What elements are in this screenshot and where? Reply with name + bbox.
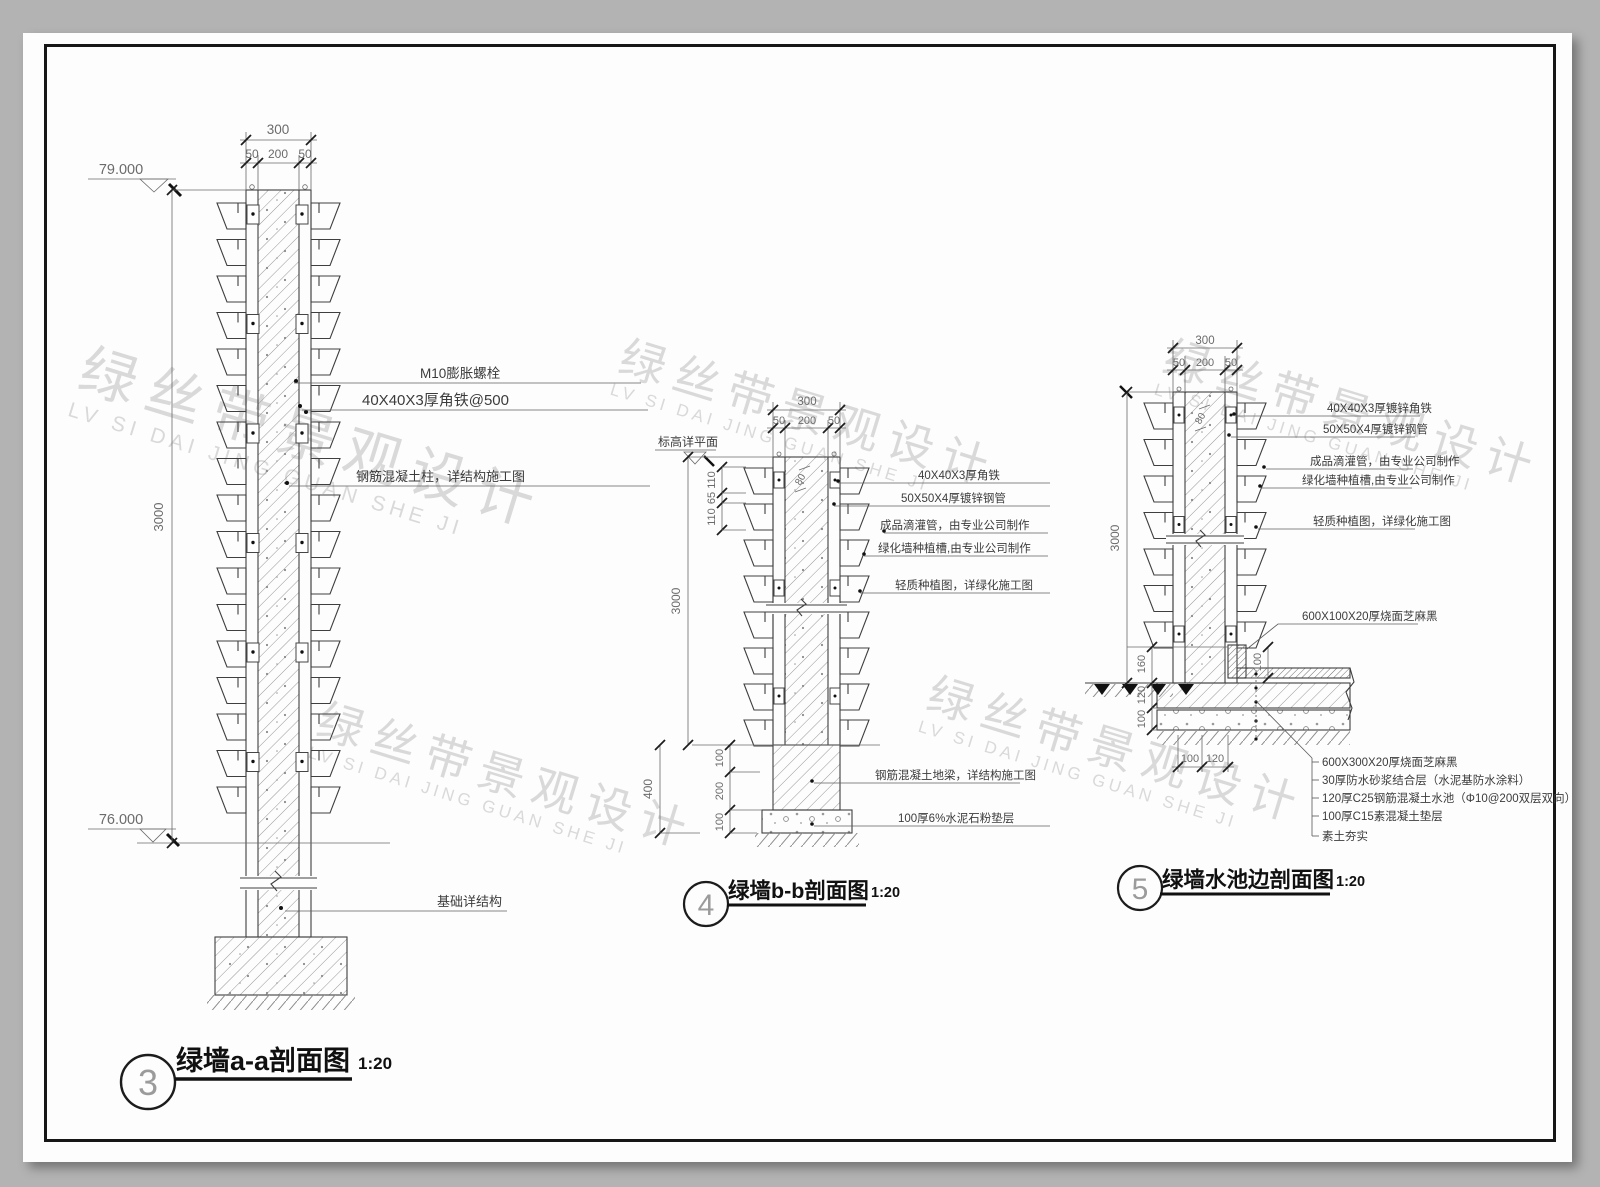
d4-dim-inner: 80 xyxy=(793,472,808,488)
svg-text:200: 200 xyxy=(798,415,816,427)
d5-ann-coping: 600X100X20厚烧面芝麻黑 xyxy=(1302,609,1438,623)
d5-callout-5: 素土夯实 xyxy=(1322,829,1368,843)
svg-text:110: 110 xyxy=(706,471,718,489)
detail-3-section: 300 50 200 50 79.000 76.000 3000 M1 xyxy=(88,122,650,1111)
d5-dim-total: 300 xyxy=(1195,335,1214,347)
d3-elev-bot: 76.000 xyxy=(99,812,143,828)
svg-text:100: 100 xyxy=(714,813,726,831)
d4-ann1: 40X40X3厚角铁 xyxy=(918,469,1000,482)
svg-text:50: 50 xyxy=(1173,357,1185,369)
d3-ann-bolt: M10膨胀螺栓 xyxy=(420,366,501,381)
d3-dim-total: 300 xyxy=(267,122,290,137)
svg-text:50: 50 xyxy=(1225,357,1237,369)
d4-ann2: 50X50X4厚镀锌钢管 xyxy=(901,491,1006,505)
d3-number: 3 xyxy=(138,1062,158,1103)
d4-dim-height: 3000 xyxy=(669,587,683,614)
svg-text:200: 200 xyxy=(714,782,726,800)
d4-dim-total: 300 xyxy=(797,396,816,408)
svg-text:50: 50 xyxy=(773,415,785,427)
d4-ann5: 轻质种植图，详绿化施工图 xyxy=(895,578,1033,592)
d4-scale: 1:20 xyxy=(871,885,900,901)
d5-callout-4: 100厚C15素混凝土垫层 xyxy=(1322,809,1443,823)
d5-dim-height: 3000 xyxy=(1108,524,1122,551)
d4-ann3: 成品滴灌管，由专业公司制作 xyxy=(880,518,1030,532)
svg-text:65: 65 xyxy=(706,492,718,504)
d4-dim-b-total: 400 xyxy=(641,779,655,799)
d5-ann5: 轻质种植图，详绿化施工图 xyxy=(1313,514,1451,528)
d4-title: 绿墙b-b剖面图 xyxy=(728,878,869,903)
d3-dim-seg3: 50 xyxy=(298,147,312,161)
d5-scale: 1:20 xyxy=(1336,874,1365,890)
d4-ann4: 绿化墙种植槽,由专业公司制作 xyxy=(878,541,1031,555)
d3-ann-angle: 40X40X3厚角铁@500 xyxy=(362,392,509,409)
d3-elev-top: 79.000 xyxy=(99,162,143,178)
d3-dim-seg2: 200 xyxy=(268,147,288,161)
level-triangles xyxy=(1094,684,1194,695)
d3-scale: 1:20 xyxy=(358,1054,392,1073)
d5-dim-inner: 80 xyxy=(1193,411,1208,427)
d5-dim-pool: 100 xyxy=(1252,653,1264,671)
d3-title: 绿墙a-a剖面图 xyxy=(176,1045,350,1076)
svg-text:110: 110 xyxy=(706,508,718,526)
detail-4-section: 300 50 200 50 标高详平面 3000 110 65 110 xyxy=(641,396,1050,928)
svg-text:160: 160 xyxy=(1136,655,1148,673)
d3-dim-seg1: 50 xyxy=(245,147,259,161)
d5-ann3: 成品滴灌管，由专业公司制作 xyxy=(1310,454,1460,468)
d5-ann2: 50X50X4厚镀锌钢管 xyxy=(1323,422,1428,436)
d3-dim-height: 3000 xyxy=(151,503,166,532)
svg-text:100: 100 xyxy=(1136,710,1148,728)
d4-level-label: 标高详平面 xyxy=(658,434,718,449)
d5-callout-1: 600X300X20厚烧面芝麻黑 xyxy=(1322,755,1458,769)
svg-text:200: 200 xyxy=(1196,357,1214,369)
d5-ann4: 绿化墙种植槽,由专业公司制作 xyxy=(1302,473,1455,487)
leader-dots xyxy=(810,479,886,826)
d5-callout-2: 30厚防水砂浆结合层（水泥基防水涂料） xyxy=(1322,773,1530,787)
svg-text:50: 50 xyxy=(828,415,840,427)
d5-number: 5 xyxy=(1132,873,1149,906)
d4-ann-cushion: 100厚6%水泥石粉垫层 xyxy=(898,811,1014,825)
d3-ann-found: 基础详结构 xyxy=(437,894,502,909)
d5-ann1: 40X40X3厚镀锌角铁 xyxy=(1327,401,1432,415)
d5-title: 绿墙水池边剖面图 xyxy=(1162,867,1334,892)
leader-dots xyxy=(279,379,308,910)
d3-ann-column: 钢筋混凝土柱，详结构施工图 xyxy=(356,469,525,484)
svg-text:120: 120 xyxy=(1136,686,1148,704)
svg-text:120: 120 xyxy=(1206,753,1224,765)
leader-dots xyxy=(1227,412,1266,741)
svg-text:100: 100 xyxy=(714,749,726,767)
d5-callout-3: 120厚C25钢筋混凝土水池（Φ10@200双层双向） xyxy=(1322,791,1576,805)
d4-ann-beam: 钢筋混凝土地梁，详结构施工图 xyxy=(875,768,1036,782)
detail-5-section: 300 50 200 50 3000 80 160 120 100 xyxy=(1085,335,1576,912)
svg-text:100: 100 xyxy=(1181,753,1199,765)
sheet-border xyxy=(44,44,1556,1142)
d4-number: 4 xyxy=(698,889,715,922)
